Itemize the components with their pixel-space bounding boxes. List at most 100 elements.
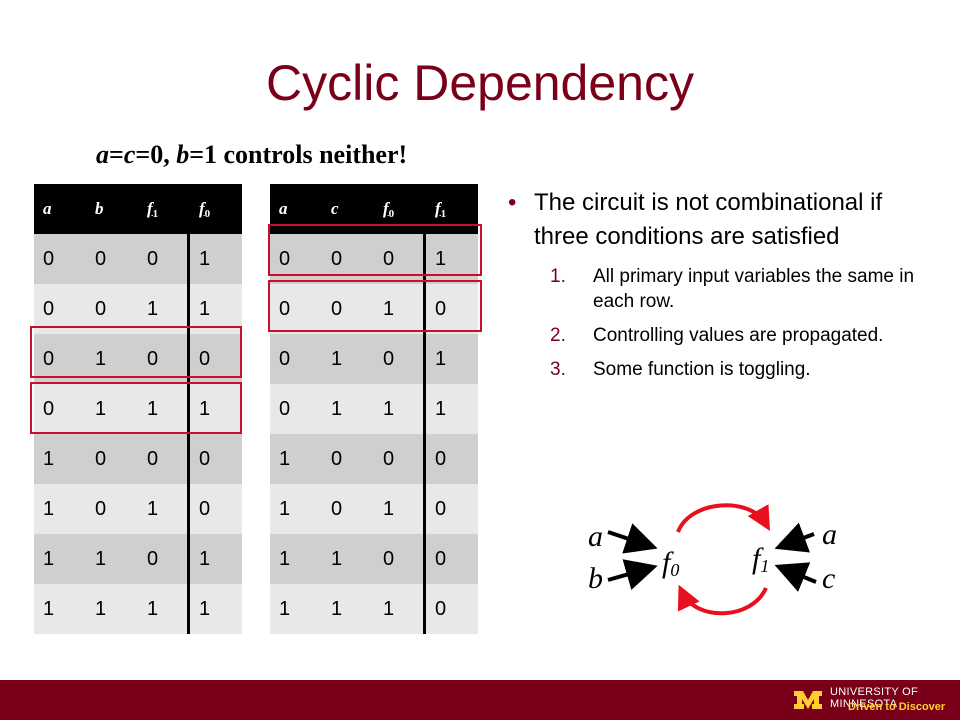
table-cell: 1 bbox=[374, 284, 426, 334]
table-cell: 1 bbox=[34, 484, 86, 534]
table-cell: 1 bbox=[270, 484, 322, 534]
list-item: 3. Some function is toggling. bbox=[550, 357, 928, 382]
subtitle-rest: =1 controls neither! bbox=[189, 140, 408, 169]
header-sub: 0 bbox=[204, 207, 211, 220]
node-f1: f1 bbox=[752, 542, 769, 576]
table-cell: 1 bbox=[190, 384, 242, 434]
table-cell: 1 bbox=[138, 284, 190, 334]
table-cell: 0 bbox=[322, 484, 374, 534]
header-a: a bbox=[34, 184, 86, 234]
table-cell: 1 bbox=[190, 534, 242, 584]
table-cell: 0 bbox=[138, 334, 190, 384]
header-sub: 0 bbox=[388, 207, 395, 220]
node-f0-sub: 0 bbox=[670, 560, 679, 580]
table-cell: 1 bbox=[322, 534, 374, 584]
list-number: 1. bbox=[550, 266, 566, 287]
table-cell: 1 bbox=[374, 584, 426, 634]
footer-bar: UNIVERSITY OF MINNESOTA Driven to Discov… bbox=[0, 680, 960, 720]
input-b-left: b bbox=[588, 562, 603, 595]
header-fn: f bbox=[435, 198, 441, 218]
university-m-logo-icon bbox=[794, 691, 822, 709]
header-b: b bbox=[86, 184, 138, 234]
highlight-box-left-row3 bbox=[30, 326, 242, 378]
subtitle-eq1: = bbox=[109, 140, 124, 169]
table-cell: 0 bbox=[86, 434, 138, 484]
table-cell: 0 bbox=[426, 484, 478, 534]
table-cell: 0 bbox=[426, 534, 478, 584]
table-cell: 1 bbox=[374, 484, 426, 534]
cycle-arrow-f0-to-f1 bbox=[676, 503, 770, 533]
table-cell: 1 bbox=[34, 534, 86, 584]
table-cell: 1 bbox=[322, 334, 374, 384]
table-cell: 0 bbox=[190, 434, 242, 484]
table-cell: 0 bbox=[138, 434, 190, 484]
header-label: f0 bbox=[383, 199, 395, 220]
header-fn: f bbox=[147, 198, 153, 218]
list-number: 2. bbox=[550, 325, 566, 346]
table-cell: 0 bbox=[426, 284, 478, 334]
header-label: b bbox=[95, 199, 104, 218]
condition-list: 1.All primary input variables the same i… bbox=[508, 264, 928, 382]
table-cell: 1 bbox=[138, 484, 190, 534]
table-cell: 0 bbox=[322, 434, 374, 484]
arrow-b-to-f0 bbox=[607, 559, 658, 590]
table-cell: 1 bbox=[270, 584, 322, 634]
table-cell: 0 bbox=[190, 334, 242, 384]
highlight-box-left-row4 bbox=[30, 382, 242, 434]
table-cell: 0 bbox=[86, 284, 138, 334]
table-cell: 0 bbox=[374, 534, 426, 584]
table-cell: 0 bbox=[374, 334, 426, 384]
header-label: f1 bbox=[147, 198, 159, 220]
table-cell: 1 bbox=[86, 384, 138, 434]
table-cell: 1 bbox=[190, 284, 242, 334]
table-cell: 0 bbox=[322, 284, 374, 334]
table-cell: 0 bbox=[86, 484, 138, 534]
table-cell: 1 bbox=[190, 584, 242, 634]
node-f0: f0 bbox=[662, 546, 679, 580]
table-cell: 0 bbox=[86, 234, 138, 284]
slide-subtitle: a=c=0, b=1 controls neither! bbox=[96, 140, 407, 170]
header-f1: f1 bbox=[138, 184, 190, 234]
subtitle-var-c: c bbox=[123, 140, 136, 169]
table-cell: 1 bbox=[86, 534, 138, 584]
table-cell: 1 bbox=[138, 384, 190, 434]
table-cell: 1 bbox=[322, 584, 374, 634]
bullet-list: •The circuit is not combinational if thr… bbox=[508, 186, 928, 391]
table-cell: 0 bbox=[426, 434, 478, 484]
table-cell: 1 bbox=[270, 534, 322, 584]
input-c-right: c bbox=[822, 562, 835, 595]
table-cell: 1 bbox=[34, 434, 86, 484]
bullet-main: •The circuit is not combinational if thr… bbox=[508, 186, 928, 254]
table-cell: 1 bbox=[426, 334, 478, 384]
header-sub: 1 bbox=[152, 207, 159, 220]
table-cell: 0 bbox=[190, 484, 242, 534]
table-cell: 1 bbox=[270, 434, 322, 484]
table-cell: 1 bbox=[322, 384, 374, 434]
header-label: a bbox=[43, 199, 52, 218]
slide-title: Cyclic Dependency bbox=[266, 55, 694, 111]
table-cell: 0 bbox=[34, 384, 86, 434]
list-number: 3. bbox=[550, 359, 566, 380]
arrow-c-to-f1 bbox=[774, 562, 817, 592]
table-cell: 1 bbox=[86, 584, 138, 634]
header-sub: 1 bbox=[440, 207, 447, 220]
highlight-box-right-row1 bbox=[268, 224, 482, 276]
table-cell: 1 bbox=[138, 584, 190, 634]
university-tagline: Driven to Discover bbox=[848, 701, 946, 713]
list-text: Some function is toggling. bbox=[593, 359, 811, 380]
table-cell: 0 bbox=[34, 284, 86, 334]
table-cell: 0 bbox=[270, 334, 322, 384]
bullet-main-text: The circuit is not combinational if thre… bbox=[534, 189, 883, 250]
node-f1-sub: 1 bbox=[760, 556, 769, 576]
